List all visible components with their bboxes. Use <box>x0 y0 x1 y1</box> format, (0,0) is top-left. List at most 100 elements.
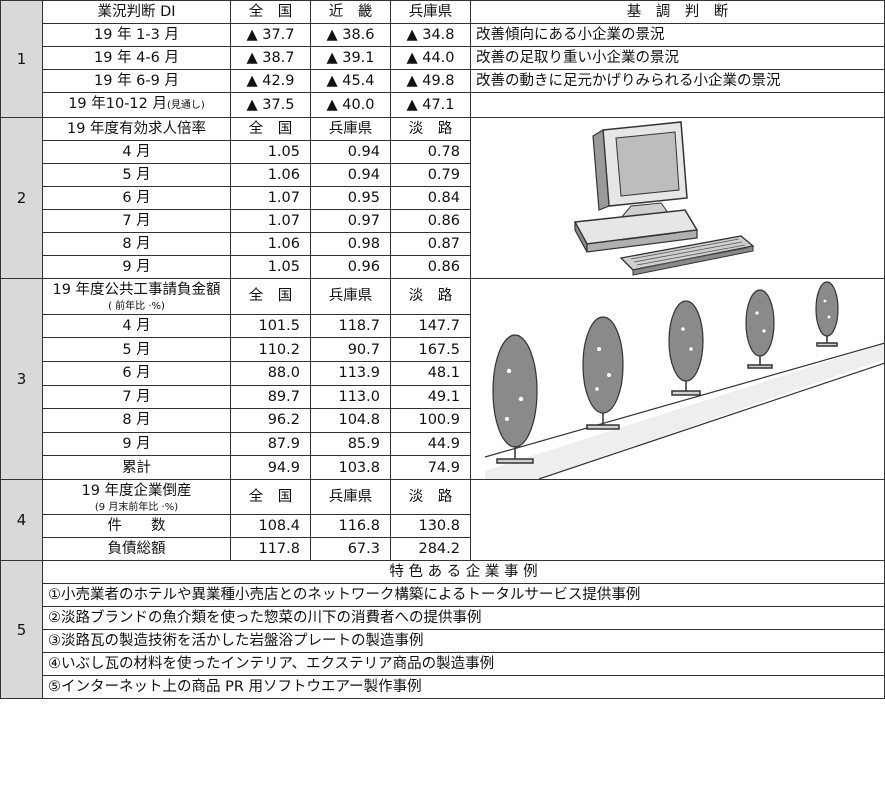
pw-month: 7 月 <box>42 384 231 410</box>
jobs-zenkoku: 1.07 <box>230 186 311 210</box>
public-works-header: 19 年度公共工事請負金額 ( 前年比 ·%) <box>42 278 231 315</box>
jobs-header-row: 2 19 年度有効求人倍率 全 国 兵庫県 淡 路 <box>0 117 885 279</box>
table-row: 5 月 110.2 90.7 167.5 <box>1 337 885 363</box>
bankruptcy-subtitle: (9 月末前年比 ·%) <box>94 502 179 513</box>
jobs-hyogo: 0.96 <box>310 255 391 279</box>
list-item: ①小売業者のホテルや異業種小売店とのネットワーク構築によるトータルサービス提供事… <box>1 583 885 607</box>
pw-awaji: 100.9 <box>390 408 471 433</box>
di-header-judgment: 基 調 判 断 <box>470 0 885 24</box>
jobs-header-hyogo: 兵庫県 <box>310 117 391 141</box>
pw-awaji: 147.7 <box>390 313 471 339</box>
pw-zenkoku: 87.9 <box>230 431 311 457</box>
tree-group <box>492 281 839 448</box>
case-item: ⑤インターネット上の商品 PR 用ソフトウエアー製作事例 <box>42 675 885 699</box>
pw-hyogo: 113.0 <box>310 384 391 410</box>
di-kinki: ▲ 39.1 <box>310 46 391 70</box>
di-zenkoku: ▲ 37.7 <box>230 23 311 47</box>
di-period: 19 年 6-9 月 <box>42 69 231 93</box>
di-judgment <box>470 92 885 118</box>
di-zenkoku: ▲ 42.9 <box>230 69 311 93</box>
jobs-zenkoku: 1.05 <box>230 255 311 279</box>
table-row: 7 月 1.07 0.97 0.86 <box>1 209 885 233</box>
pw-zenkoku: 94.9 <box>230 455 311 480</box>
jobs-header-awaji: 淡 路 <box>390 117 471 141</box>
public-works-title: 19 年度公共工事請負金額 <box>52 282 221 299</box>
pw-awaji: 49.1 <box>390 384 471 410</box>
case-item: ①小売業者のホテルや異業種小売店とのネットワーク構築によるトータルサービス提供事… <box>42 583 885 607</box>
pw-hyogo: 103.8 <box>310 455 391 480</box>
jobs-hyogo: 0.94 <box>310 140 391 164</box>
trees-illustration-cell <box>470 278 885 480</box>
table-row: 7 月 89.7 113.0 49.1 <box>1 384 885 410</box>
table-row: 19 年 1-3 月 ▲ 37.7 ▲ 38.6 ▲ 34.8 改善傾向にある小… <box>1 23 885 47</box>
di-header-kinki: 近 畿 <box>310 0 391 24</box>
jobs-awaji: 0.78 <box>390 140 471 164</box>
computer-illustration-cell <box>470 117 885 279</box>
public-works-header-hyogo: 兵庫県 <box>310 278 391 315</box>
table-row: 6 月 88.0 113.9 48.1 <box>1 361 885 386</box>
pw-zenkoku: 96.2 <box>230 408 311 433</box>
public-works-header-awaji: 淡 路 <box>390 278 471 315</box>
jobs-zenkoku: 1.06 <box>230 232 311 256</box>
bankruptcy-awaji: 284.2 <box>390 537 471 561</box>
jobs-month: 6 月 <box>42 186 231 210</box>
jobs-hyogo: 0.95 <box>310 186 391 210</box>
jobs-hyogo: 0.97 <box>310 209 391 233</box>
bankruptcy-item: 件 数 <box>42 514 231 538</box>
di-hyogo: ▲ 44.0 <box>390 46 471 70</box>
di-judgment: 改善の動きに足元かげりみられる小企業の景況 <box>470 69 885 93</box>
table-row: 19 年10-12 月(見通し) ▲ 37.5 ▲ 40.0 ▲ 47.1 <box>1 92 885 118</box>
di-period: 19 年 1-3 月 <box>42 23 231 47</box>
pw-month: 8 月 <box>42 408 231 433</box>
list-item: ③淡路瓦の製造技術を活かした岩盤浴プレートの製造事例 <box>1 629 885 653</box>
table-row: 9 月 1.05 0.96 0.86 <box>1 255 885 279</box>
jobs-zenkoku: 1.06 <box>230 163 311 187</box>
section-number-4: 4 <box>0 479 43 561</box>
bankruptcy-header: 19 年度企業倒産 (9 月末前年比 ·%) <box>42 479 231 515</box>
jobs-month: 7 月 <box>42 209 231 233</box>
section-number-3: 3 <box>0 278 43 480</box>
case-item: ④いぶし瓦の材料を使ったインテリア、エクステリア商品の製造事例 <box>42 652 885 676</box>
economic-summary-table: 1 業況判断 DI 全 国 近 畿 兵庫県 基 調 判 断 19 年 1-3 月… <box>0 0 885 699</box>
bankruptcy-hyogo: 67.3 <box>310 537 391 561</box>
table-row: 累計 94.9 103.8 74.9 <box>1 455 885 480</box>
di-forecast-note: (見通し) <box>167 100 205 111</box>
public-works-header-zenkoku: 全 国 <box>230 278 311 315</box>
jobs-month: 5 月 <box>42 163 231 187</box>
pw-month: 9 月 <box>42 431 231 457</box>
di-hyogo: ▲ 49.8 <box>390 69 471 93</box>
di-judgment: 改善の足取り重い小企業の景況 <box>470 46 885 70</box>
di-kinki: ▲ 45.4 <box>310 69 391 93</box>
table-row: 件 数 108.4 116.8 130.8 <box>1 514 885 538</box>
jobs-awaji: 0.84 <box>390 186 471 210</box>
di-forecast-period: 19 年10-12 月 <box>68 96 167 112</box>
table-row: 19 年 6-9 月 ▲ 42.9 ▲ 45.4 ▲ 49.8 改善の動きに足元… <box>1 69 885 93</box>
di-period: 19 年 4-6 月 <box>42 46 231 70</box>
pw-month: 6 月 <box>42 361 231 386</box>
jobs-awaji: 0.79 <box>390 163 471 187</box>
di-header-period: 業況判断 DI <box>42 0 231 24</box>
di-kinki: ▲ 38.6 <box>310 23 391 47</box>
jobs-month: 8 月 <box>42 232 231 256</box>
pw-hyogo: 113.9 <box>310 361 391 386</box>
pw-awaji: 74.9 <box>390 455 471 480</box>
table-row: 19 年 4-6 月 ▲ 38.7 ▲ 39.1 ▲ 44.0 改善の足取り重い… <box>1 46 885 70</box>
jobs-zenkoku: 1.07 <box>230 209 311 233</box>
list-item: ④いぶし瓦の材料を使ったインテリア、エクステリア商品の製造事例 <box>1 652 885 676</box>
jobs-month: 4 月 <box>42 140 231 164</box>
pw-zenkoku: 101.5 <box>230 313 311 339</box>
computer-icon <box>573 121 755 276</box>
table-row: 8 月 96.2 104.8 100.9 <box>1 408 885 433</box>
section-number-1: 1 <box>0 0 43 118</box>
pw-zenkoku: 88.0 <box>230 361 311 386</box>
pw-hyogo: 85.9 <box>310 431 391 457</box>
pw-awaji: 44.9 <box>390 431 471 457</box>
jobs-month: 9 月 <box>42 255 231 279</box>
pw-hyogo: 118.7 <box>310 313 391 339</box>
bankruptcy-hyogo: 116.8 <box>310 514 391 538</box>
bankruptcy-header-awaji: 淡 路 <box>390 479 471 515</box>
bankruptcy-zenkoku: 108.4 <box>230 514 311 538</box>
trees-icon <box>484 281 884 479</box>
bankruptcy-awaji: 130.8 <box>390 514 471 538</box>
pw-zenkoku: 89.7 <box>230 384 311 410</box>
